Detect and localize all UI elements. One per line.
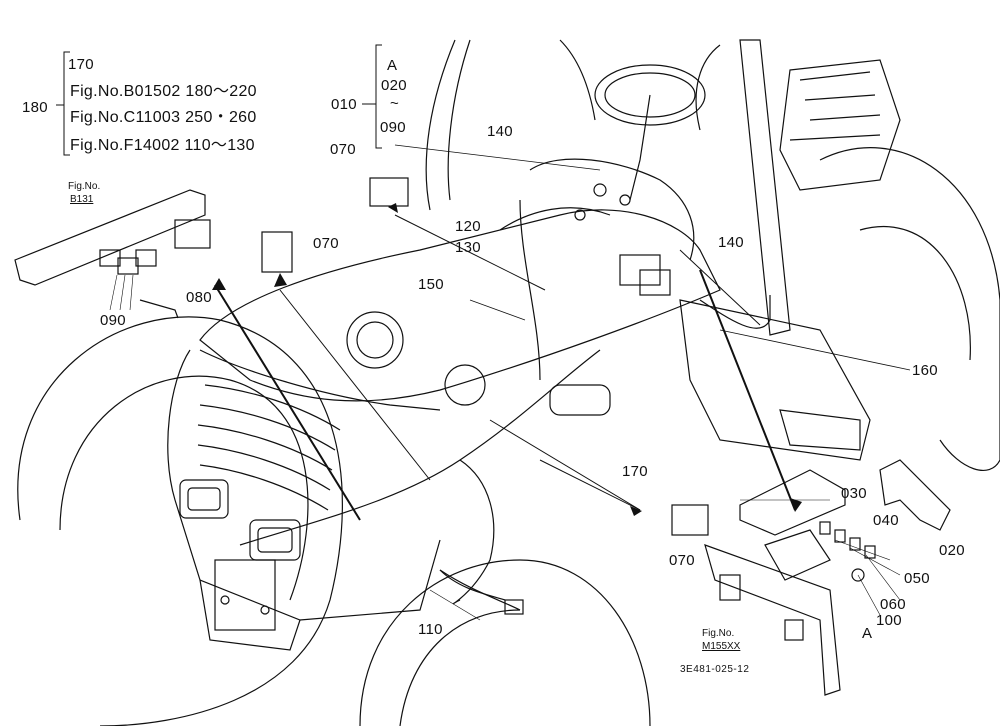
rear-wheel-left: [17, 316, 343, 726]
callout-100: 100: [876, 612, 902, 629]
relay-070-upper: [369, 177, 409, 207]
callout-070-upper: 070: [330, 141, 356, 158]
callout-090-top: 090: [380, 119, 406, 136]
rear-wheel-right: [819, 147, 1000, 471]
callout-120: 120: [455, 218, 481, 235]
callout-050: 050: [904, 570, 930, 587]
drawing-code: 3E481-025-12: [680, 664, 750, 675]
callout-110: 110: [418, 621, 443, 638]
callout-160: 160: [912, 362, 938, 379]
callout-030: 030: [841, 485, 867, 502]
compressor: [346, 311, 404, 369]
callout-060: 060: [880, 596, 906, 613]
bracket-b131: [14, 189, 206, 286]
headlight-left: [179, 479, 229, 519]
fig-ref-m155-number: M155XX: [702, 641, 741, 652]
fuse-box: [739, 469, 846, 536]
relay-070-mid: [261, 231, 293, 273]
fuse-bracket: [704, 544, 841, 696]
hood: [199, 209, 721, 402]
tilde-mark: ~: [390, 95, 400, 112]
fig-ref-m155-label: Fig.No.: [702, 628, 735, 639]
callout-150: 150: [418, 276, 444, 293]
callout-180: 180: [22, 99, 48, 116]
callout-010: 010: [331, 96, 357, 113]
seat: [779, 59, 901, 191]
rops-frame: [739, 39, 791, 336]
callout-170-lower: 170: [622, 463, 648, 480]
callout-020-right: 020: [939, 542, 965, 559]
callout-140-right: 140: [718, 234, 744, 251]
callout-040: 040: [873, 512, 899, 529]
relay-070-lower: [671, 504, 709, 536]
callout-a-lower: A: [862, 625, 873, 642]
callout-080: 080: [186, 289, 212, 306]
callout-a-top: A: [387, 57, 398, 74]
front-wheel: [359, 559, 651, 726]
callout-090-left: 090: [100, 312, 126, 329]
ref-f14002: Fig.No.F14002 110〜130: [70, 137, 255, 154]
callout-070-lower: 070: [669, 552, 695, 569]
ref-c11003: Fig.No.C11003 250・260: [70, 109, 257, 126]
callout-140-upper: 140: [487, 123, 513, 140]
callout-020-top: 020: [381, 77, 407, 94]
ref-b01502: Fig.No.B01502 180〜220: [70, 83, 257, 100]
fig-ref-b131-number: B131: [70, 194, 94, 205]
steering-wheel: [594, 64, 706, 126]
fig-ref-b131-label: Fig.No.: [68, 181, 101, 192]
callout-070-mid: 070: [313, 235, 339, 252]
callout-130: 130: [455, 239, 481, 256]
fuse-cover: [879, 459, 951, 531]
callout-170-top: 170: [68, 56, 94, 73]
